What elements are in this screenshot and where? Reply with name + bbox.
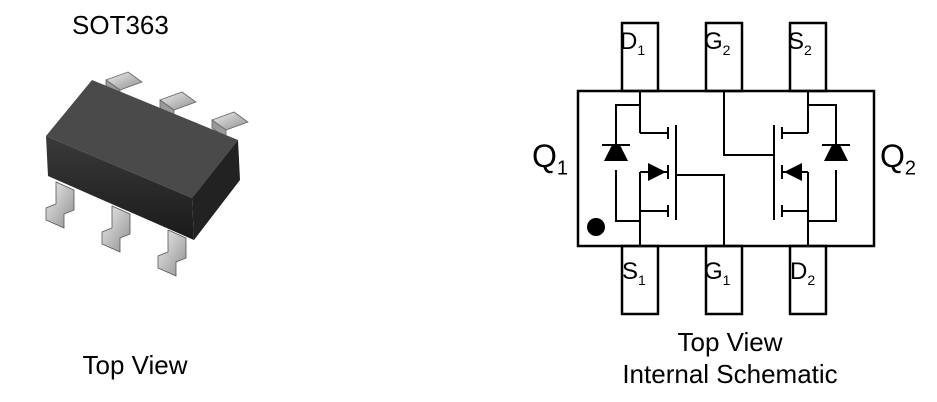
q2-body-diode-icon bbox=[824, 145, 848, 161]
q2-mosfet-symbol bbox=[723, 91, 837, 246]
front-lead-1 bbox=[45, 181, 75, 229]
package-caption: Top View bbox=[82, 350, 188, 380]
label-pin-top-2: G2 bbox=[704, 28, 731, 58]
schematic-caption-line2: Internal Schematic bbox=[622, 359, 838, 389]
label-pin-top-3: S2 bbox=[788, 28, 812, 58]
q1-arrow-icon bbox=[648, 163, 666, 181]
label-pin-bottom-3: D2 bbox=[790, 258, 816, 288]
label-pin-bottom-1: S1 bbox=[622, 258, 646, 288]
sot363-package-image bbox=[45, 71, 249, 277]
package-body bbox=[46, 80, 240, 240]
schematic-caption-line1: Top View bbox=[677, 327, 783, 357]
front-lead-2 bbox=[101, 205, 131, 253]
label-pin-bottom-2: G1 bbox=[704, 258, 731, 288]
front-lead-3 bbox=[157, 229, 187, 277]
q1-body-diode-icon bbox=[604, 145, 628, 161]
label-q2: Q2 bbox=[880, 138, 917, 180]
package-title: SOT363 bbox=[72, 10, 169, 40]
schematic-caption: Top View Internal Schematic bbox=[580, 326, 880, 390]
pin1-marker-dot bbox=[587, 218, 605, 236]
internal-schematic bbox=[576, 21, 876, 316]
label-pin-top-1: D1 bbox=[620, 28, 646, 58]
schematic-package-outline bbox=[576, 89, 876, 248]
label-q1: Q1 bbox=[532, 138, 569, 180]
q1-mosfet-symbol bbox=[615, 91, 725, 246]
back-lead-3 bbox=[211, 111, 249, 139]
q2-arrow-icon bbox=[784, 163, 802, 181]
